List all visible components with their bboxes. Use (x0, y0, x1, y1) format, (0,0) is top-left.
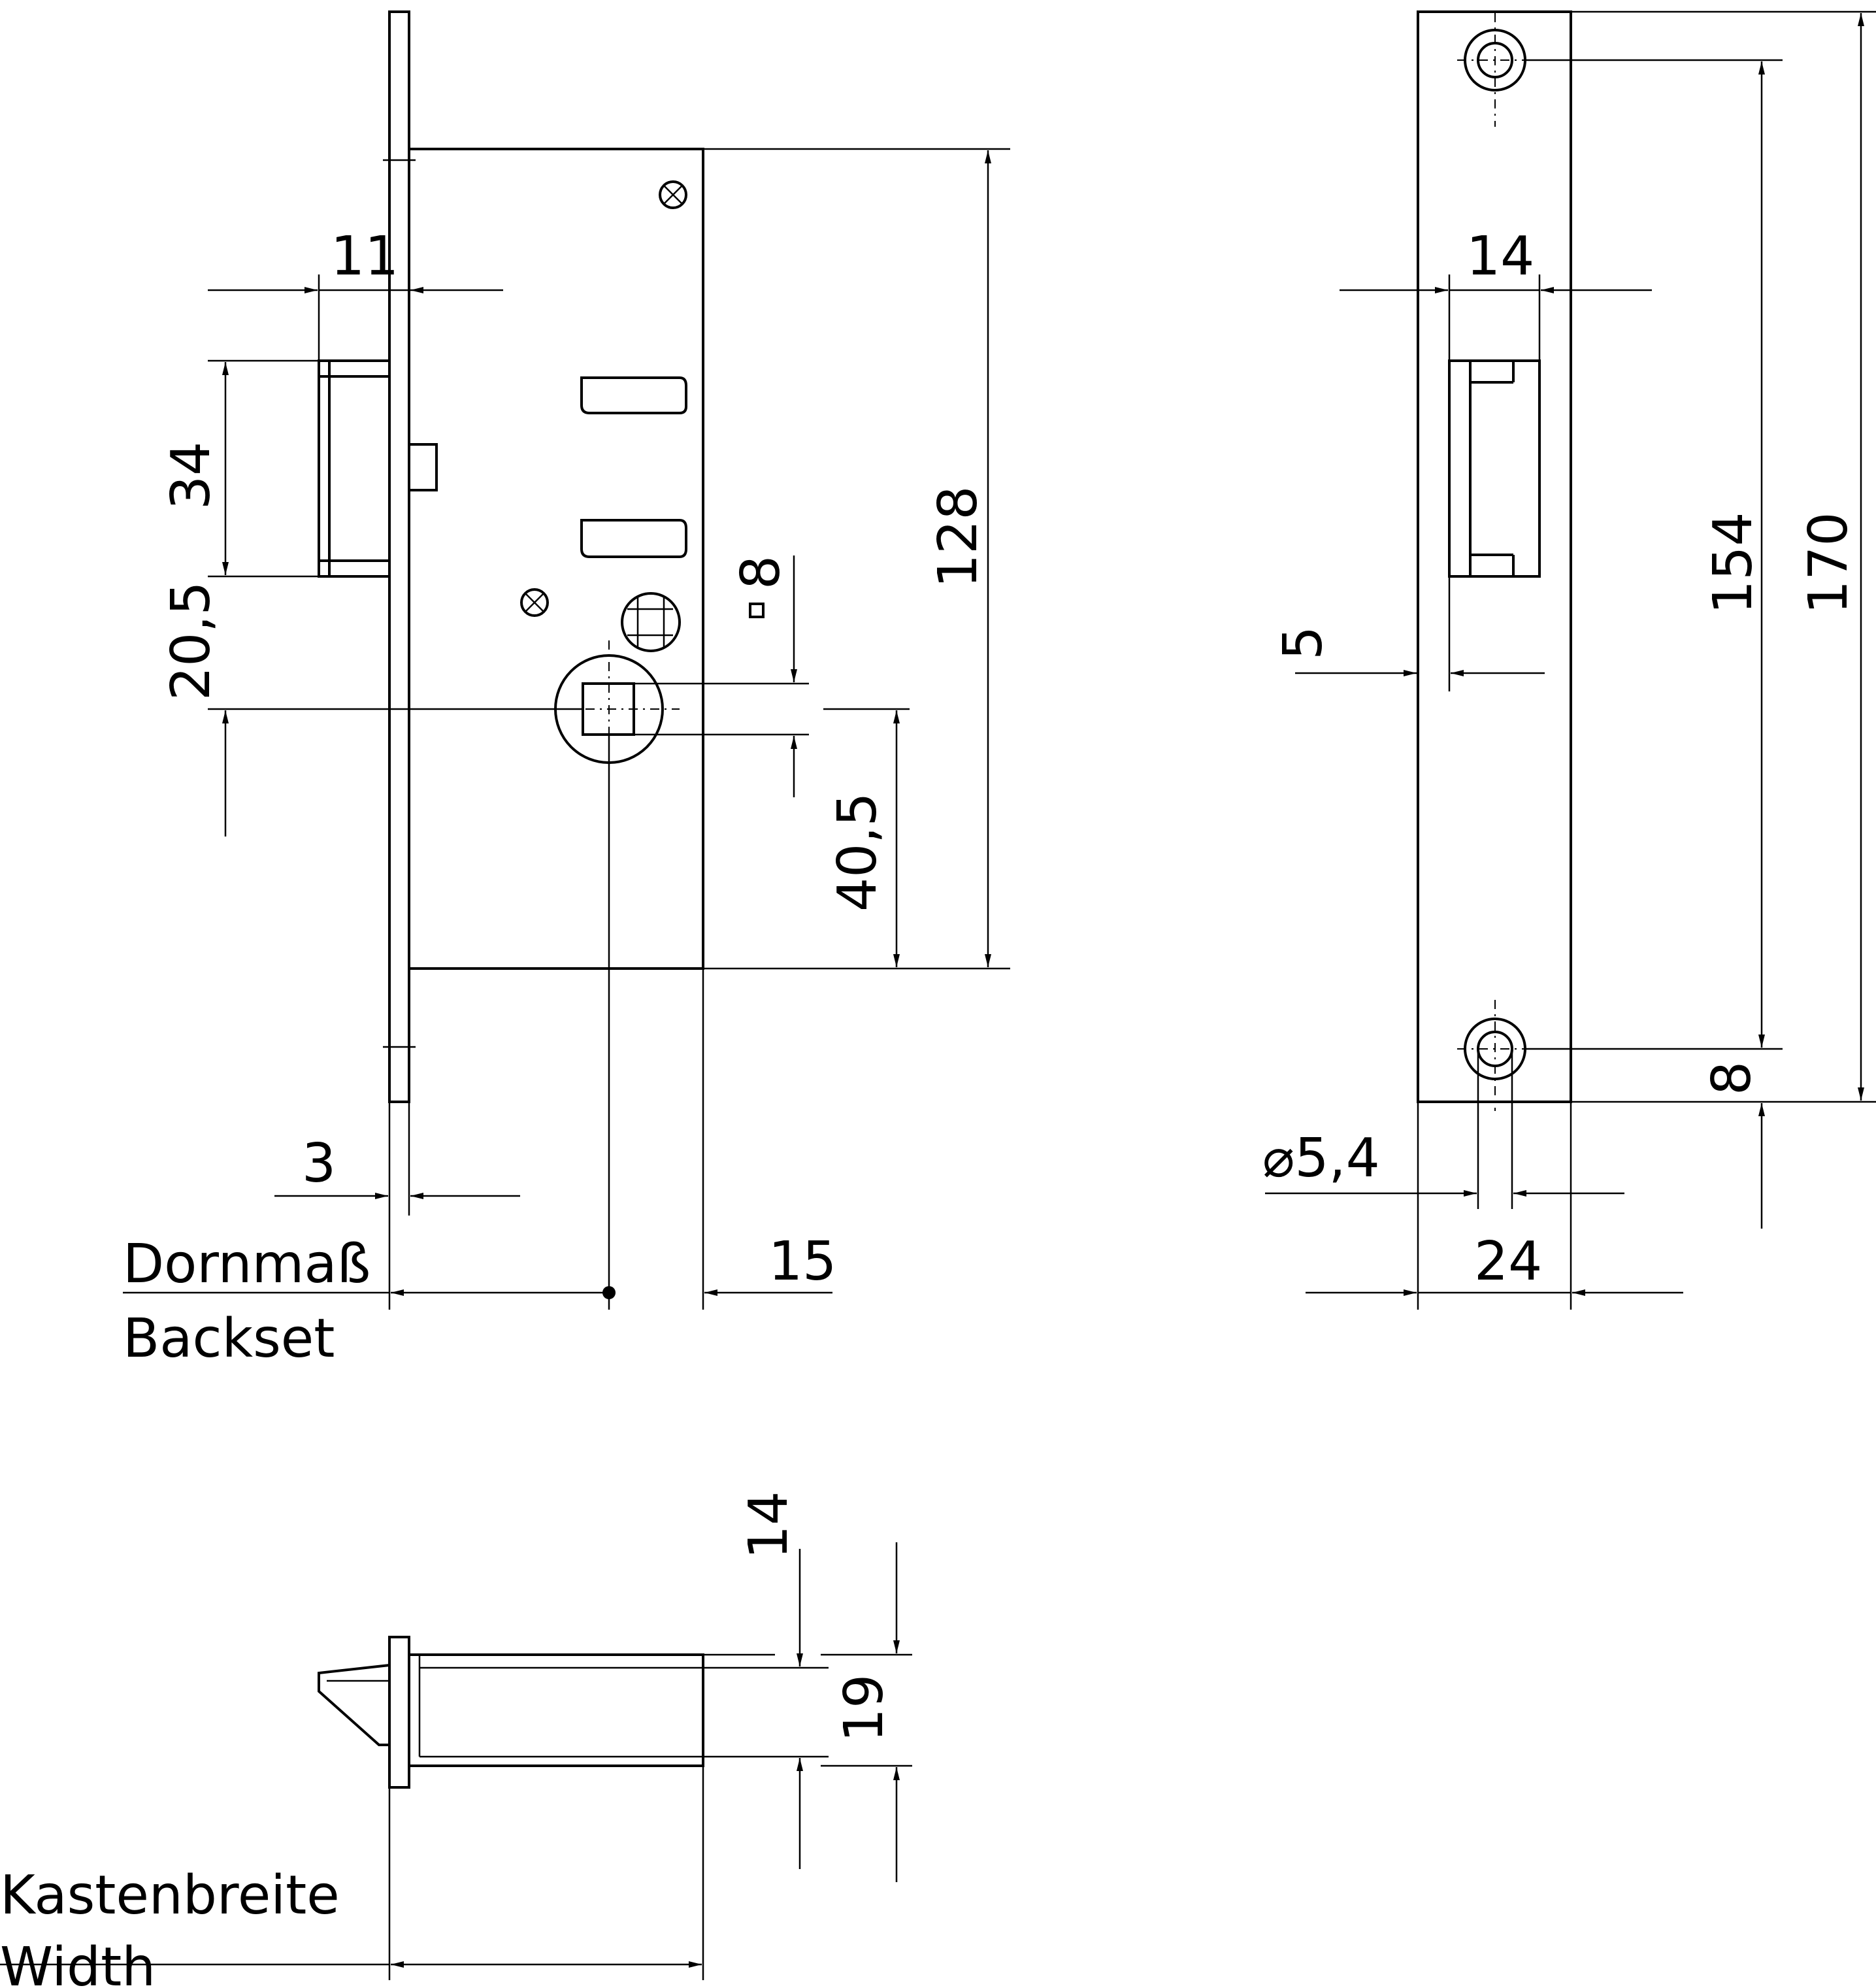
dim-spindle-to-bottom: 40,5 (823, 708, 910, 967)
dim-latch-to-spindle: 20,5 (160, 581, 583, 837)
backset-label-en: Backset (123, 1308, 335, 1370)
dim-plate-height: 170 (1571, 10, 1876, 1103)
dim-label-14-top: 14 (738, 1491, 800, 1559)
dim-total-height: 128 (703, 148, 1010, 970)
strike-hole-top-icon (1457, 13, 1536, 127)
faceplate (388, 10, 410, 1103)
case-slot-lower (580, 519, 687, 558)
dim-faceplate-offset: 11 (208, 225, 503, 361)
backset-label-de: Dornmaß (123, 1233, 370, 1295)
top-case (408, 1653, 704, 1767)
dim-faceplate-thickness: 3 (274, 1102, 520, 1216)
strike-opening (1448, 359, 1541, 578)
dim-label-11: 11 (331, 225, 399, 288)
dim-plate-thickness: 14 (703, 1491, 829, 1869)
square-symbol-icon (749, 603, 765, 618)
small-bolt (408, 443, 438, 491)
dim-hole-edge: 8 (1701, 1061, 1765, 1229)
case-screw-mid-icon (520, 588, 549, 617)
dim-latch-height: 34 (160, 359, 319, 578)
dim-opening-offset: 5 (1272, 626, 1545, 676)
dim-label-5: 5 (1272, 626, 1334, 660)
strike-hole-bottom-icon (1457, 1000, 1536, 1111)
width-label-de: Kastenbreite (0, 1864, 340, 1927)
dim-hole-diameter: ⌀5,4 (1262, 1049, 1624, 1209)
top-view: 14 19 Kastenbreite Width (0, 1491, 912, 1988)
dim-opening-width: 14 (1340, 225, 1652, 691)
dim-label-34: 34 (160, 442, 222, 510)
follower-detail (621, 592, 681, 652)
strike-plate-view: 14 5 154 170 8 (1262, 10, 1876, 1310)
lock-case (408, 148, 704, 970)
front-view: 11 34 20,5 128 8 (123, 10, 1010, 1370)
dim-case-width: Kastenbreite Width (0, 1766, 704, 1988)
dim-label-40-5: 40,5 (827, 792, 889, 912)
dim-label-154: 154 (1702, 512, 1764, 614)
dim-label-8-square: 8 (730, 555, 792, 589)
dim-spindle-square: 8 (634, 555, 809, 797)
dim-label-14-strike: 14 (1466, 225, 1534, 288)
latch-bolt (318, 359, 391, 578)
dim-label-8-strike: 8 (1701, 1061, 1763, 1095)
width-label-en: Width (0, 1936, 156, 1988)
dim-case-thickness: 19 (821, 1542, 912, 1882)
dim-label-20-5: 20,5 (160, 581, 222, 701)
dim-plate-width: 24 (1306, 1102, 1683, 1310)
dim-label-128: 128 (927, 486, 989, 588)
dim-label-3: 3 (302, 1133, 336, 1195)
dim-label-15: 15 (768, 1231, 836, 1293)
dim-hole-spacing: 154 (1525, 59, 1783, 1050)
case-slot-upper (580, 376, 687, 414)
latch-tongue (318, 1664, 390, 1746)
dim-label-19: 19 (833, 1674, 895, 1742)
dim-label-170: 170 (1798, 512, 1860, 614)
dim-label-24: 24 (1474, 1231, 1542, 1293)
dim-label-5-4: ⌀5,4 (1262, 1127, 1380, 1189)
strike-plate (1417, 10, 1572, 1103)
dim-backset: 15 Dornmaß Backset (123, 969, 836, 1370)
case-screw-top-icon (659, 180, 687, 209)
top-faceplate (388, 1636, 410, 1789)
